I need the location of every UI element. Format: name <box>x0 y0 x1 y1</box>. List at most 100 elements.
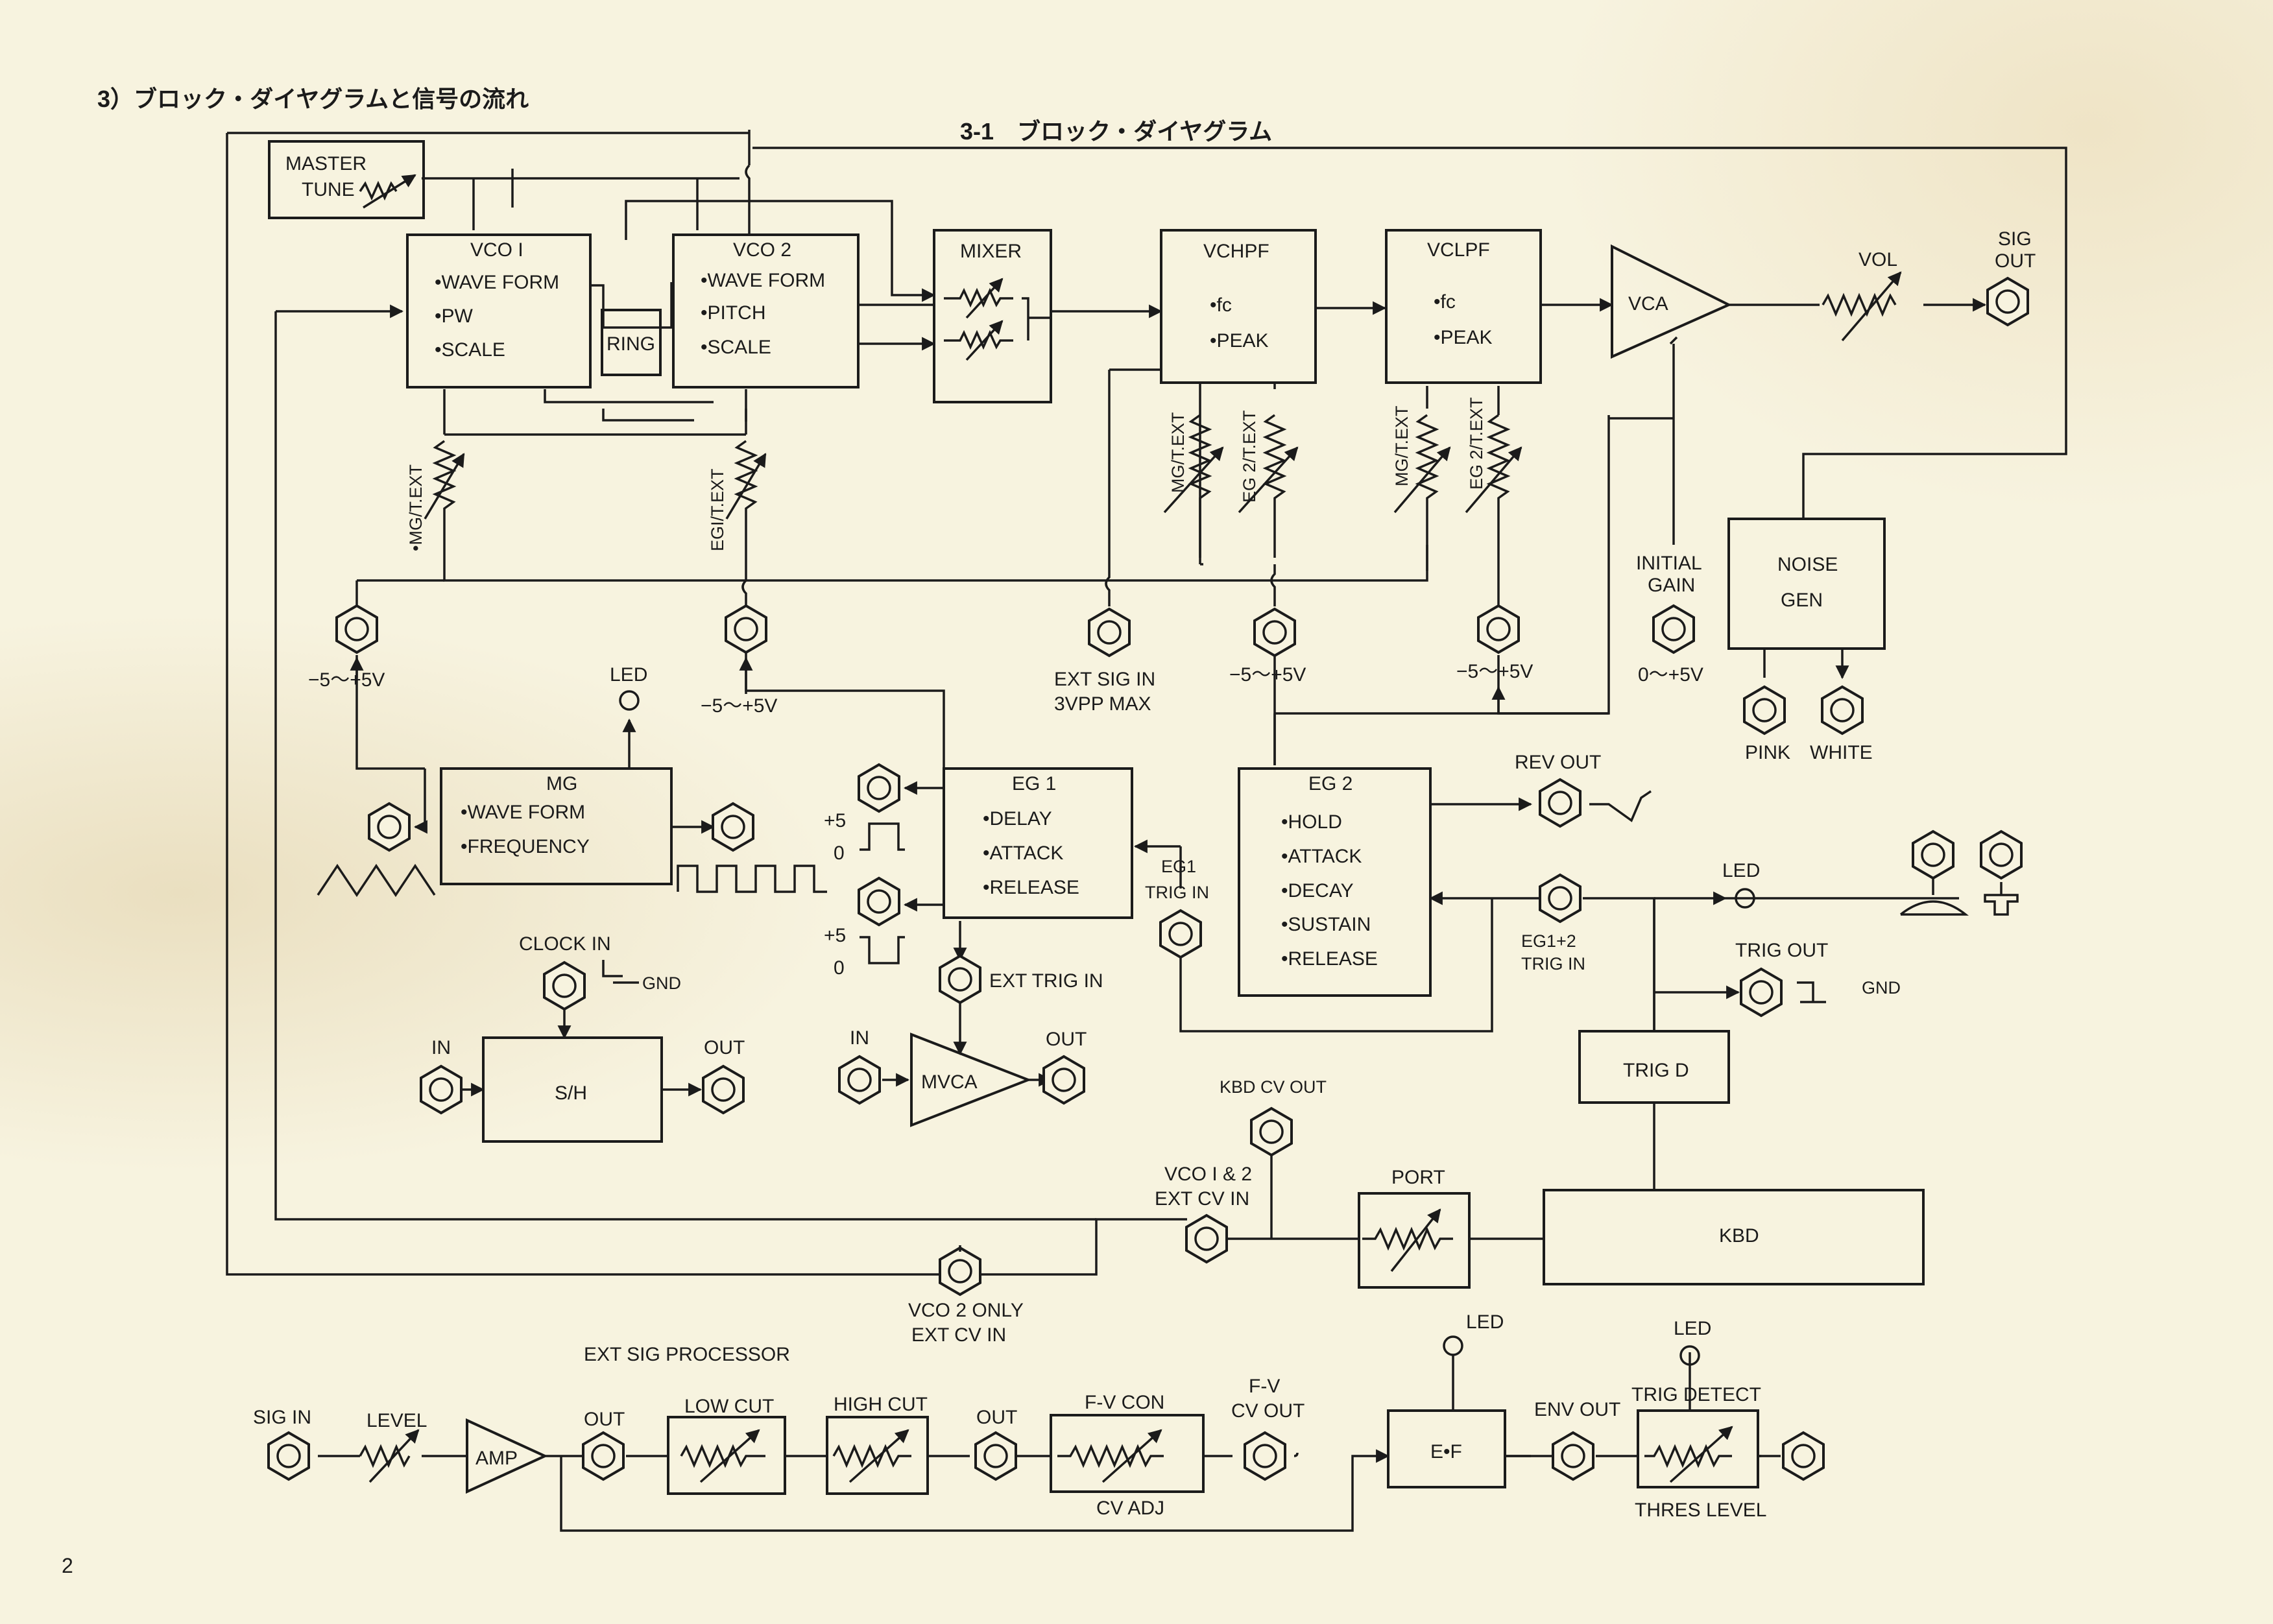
sig-out-label-1: SIG <box>1998 228 2032 250</box>
master-tune-pot-icon[interactable] <box>359 175 415 209</box>
mg-hpf-pot-icon[interactable] <box>1163 414 1223 558</box>
ext-sig-in-jack[interactable] <box>1088 608 1131 657</box>
vco2-item-3: •SCALE <box>701 337 771 358</box>
low-cut-pot-icon[interactable] <box>680 1430 765 1483</box>
mvca-in-jack[interactable] <box>838 1055 881 1105</box>
thres-pot-icon[interactable] <box>1644 1427 1732 1483</box>
vco1-item-1: •WAVE FORM <box>435 272 559 293</box>
ext-sig-processor-label: EXT SIG PROCESSOR <box>584 1344 790 1365</box>
eg2-item-4: •SUSTAIN <box>1281 914 1371 935</box>
mg-square-out-jack[interactable] <box>712 802 754 852</box>
high-cut-pot-icon[interactable] <box>832 1430 911 1483</box>
sig-out-jack[interactable] <box>1986 277 2029 326</box>
port-pot-icon[interactable] <box>1362 1210 1453 1272</box>
mvca-out-jack[interactable] <box>1042 1055 1085 1105</box>
pink-jack[interactable] <box>1743 686 1786 735</box>
eg12-trig-in-label-1: EG1+2 <box>1521 931 1576 951</box>
mg-text-lpf-label: MG/T.EXT <box>1392 405 1412 486</box>
mixer-pot-1-icon[interactable] <box>944 279 1013 319</box>
mg-cv-jack[interactable] <box>335 604 378 654</box>
amp-out-jack[interactable] <box>582 1431 625 1481</box>
led-mg-label: LED <box>610 664 647 686</box>
amp-triangle <box>466 1418 548 1494</box>
eg12-trig-in-jack[interactable] <box>1539 874 1581 923</box>
env-out-label: ENV OUT <box>1534 1399 1620 1420</box>
vco2-ext-cv-jack[interactable] <box>939 1247 981 1296</box>
vco12-ext-cv-jack[interactable] <box>1185 1214 1228 1263</box>
eg1-vco-pot-icon[interactable] <box>725 441 765 542</box>
sh-out-jack[interactable] <box>702 1065 745 1114</box>
mixer-pot-2-icon[interactable] <box>944 321 1013 361</box>
master-tune-label-2: TUNE <box>302 179 355 200</box>
filter-out-jack[interactable] <box>974 1431 1017 1481</box>
high-cut-label: HIGH CUT <box>834 1394 928 1415</box>
trig-detect-label: TRIG DETECT <box>1631 1384 1761 1405</box>
eg2-lpf-pot-icon[interactable] <box>1465 414 1521 545</box>
mg-lpf-pot-icon[interactable] <box>1393 414 1450 558</box>
vco12-ext-cv-label-1: VCO I & 2 <box>1164 1164 1252 1185</box>
eg1-cv-jack[interactable] <box>725 604 767 654</box>
eg1-title: EG 1 <box>1012 773 1056 794</box>
footswitch-jack-1[interactable] <box>1912 830 1954 879</box>
fv-con-pot-icon[interactable] <box>1057 1430 1164 1483</box>
eg12-trig-in-label-2: TRIG IN <box>1521 954 1585 973</box>
initial-gain-label-2: GAIN <box>1648 575 1695 596</box>
zero-a-label: 0 <box>834 842 845 864</box>
diagram-title: 3-1 ブロック・ダイヤグラム <box>960 118 1272 145</box>
sh-in-label: IN <box>431 1037 451 1058</box>
fv-cv-out-jack[interactable] <box>1244 1431 1286 1481</box>
lpf-cv-jack[interactable] <box>1477 604 1520 654</box>
white-label: WHITE <box>1810 742 1873 763</box>
vco1-box <box>406 233 592 388</box>
mg-tri-out-jack[interactable] <box>368 802 411 852</box>
env-out-jack[interactable] <box>1552 1431 1594 1481</box>
hpf-cv-jack[interactable] <box>1253 608 1296 657</box>
sig-in-label: SIG IN <box>253 1407 311 1428</box>
vco2-title: VCO 2 <box>733 239 791 261</box>
vchpf-title: VCHPF <box>1203 241 1269 262</box>
trig-detect-box <box>1637 1409 1759 1488</box>
trig-led-icon <box>1735 888 1755 909</box>
eg2-title: EG 2 <box>1308 773 1353 794</box>
eg2-text-hpf-label: EG 2/T.EXT <box>1240 410 1259 503</box>
eg1-item-1: •DELAY <box>983 808 1052 830</box>
initial-gain-knob[interactable] <box>1652 604 1695 654</box>
eg1-neg-out-jack[interactable] <box>858 877 900 926</box>
master-tune-label-1: MASTER <box>285 153 367 174</box>
triangle-wave-icon <box>317 863 436 898</box>
page-number: 2 <box>62 1554 73 1577</box>
vco12-ext-cv-label-2: EXT CV IN <box>1155 1188 1249 1210</box>
mvca-triangle <box>910 1033 1032 1127</box>
eg1-trig-in-jack[interactable] <box>1159 909 1202 959</box>
sh-in-jack[interactable] <box>420 1065 463 1114</box>
vchpf-item-2: •PEAK <box>1210 330 1269 352</box>
vco1-item-2: •PW <box>435 305 474 327</box>
vclpf-title: VCLPF <box>1427 239 1490 261</box>
trig-detect-out-jack[interactable] <box>1782 1431 1825 1481</box>
range-left-label: −5〜+5V <box>308 669 385 691</box>
sig-in-jack[interactable] <box>267 1431 310 1481</box>
rev-out-jack[interactable] <box>1539 778 1581 828</box>
vco2-item-2: •PITCH <box>701 302 766 324</box>
mg-vco-pot-icon[interactable] <box>424 441 464 542</box>
clock-gnd-icon <box>602 960 639 984</box>
level-pot-icon[interactable] <box>359 1430 418 1483</box>
footswitch-jack-2[interactable] <box>1980 830 2023 879</box>
sh-out-label: OUT <box>704 1037 745 1058</box>
ext-trig-in-jack[interactable] <box>939 955 981 1004</box>
thres-level-label: THRES LEVEL <box>1635 1499 1766 1521</box>
clock-in-jack[interactable] <box>543 961 586 1010</box>
filter-out-label: OUT <box>976 1407 1017 1428</box>
eg2-hpf-pot-icon[interactable] <box>1238 414 1297 558</box>
vol-pot-icon[interactable] <box>1822 272 1901 342</box>
white-jack[interactable] <box>1821 686 1864 735</box>
trig-out-jack[interactable] <box>1740 968 1783 1017</box>
vclpf-item-2: •PEAK <box>1434 327 1493 348</box>
sig-out-label-2: OUT <box>1995 250 2036 272</box>
kbd-cv-out-jack[interactable] <box>1250 1107 1293 1156</box>
eg2-item-5: •RELEASE <box>1281 948 1378 970</box>
mg-text-hpf-label: MG/T.EXT <box>1168 412 1188 493</box>
eg1-pos-out-jack[interactable] <box>858 763 900 813</box>
kbd-label: KBD <box>1719 1225 1759 1247</box>
low-cut-box <box>667 1416 786 1495</box>
